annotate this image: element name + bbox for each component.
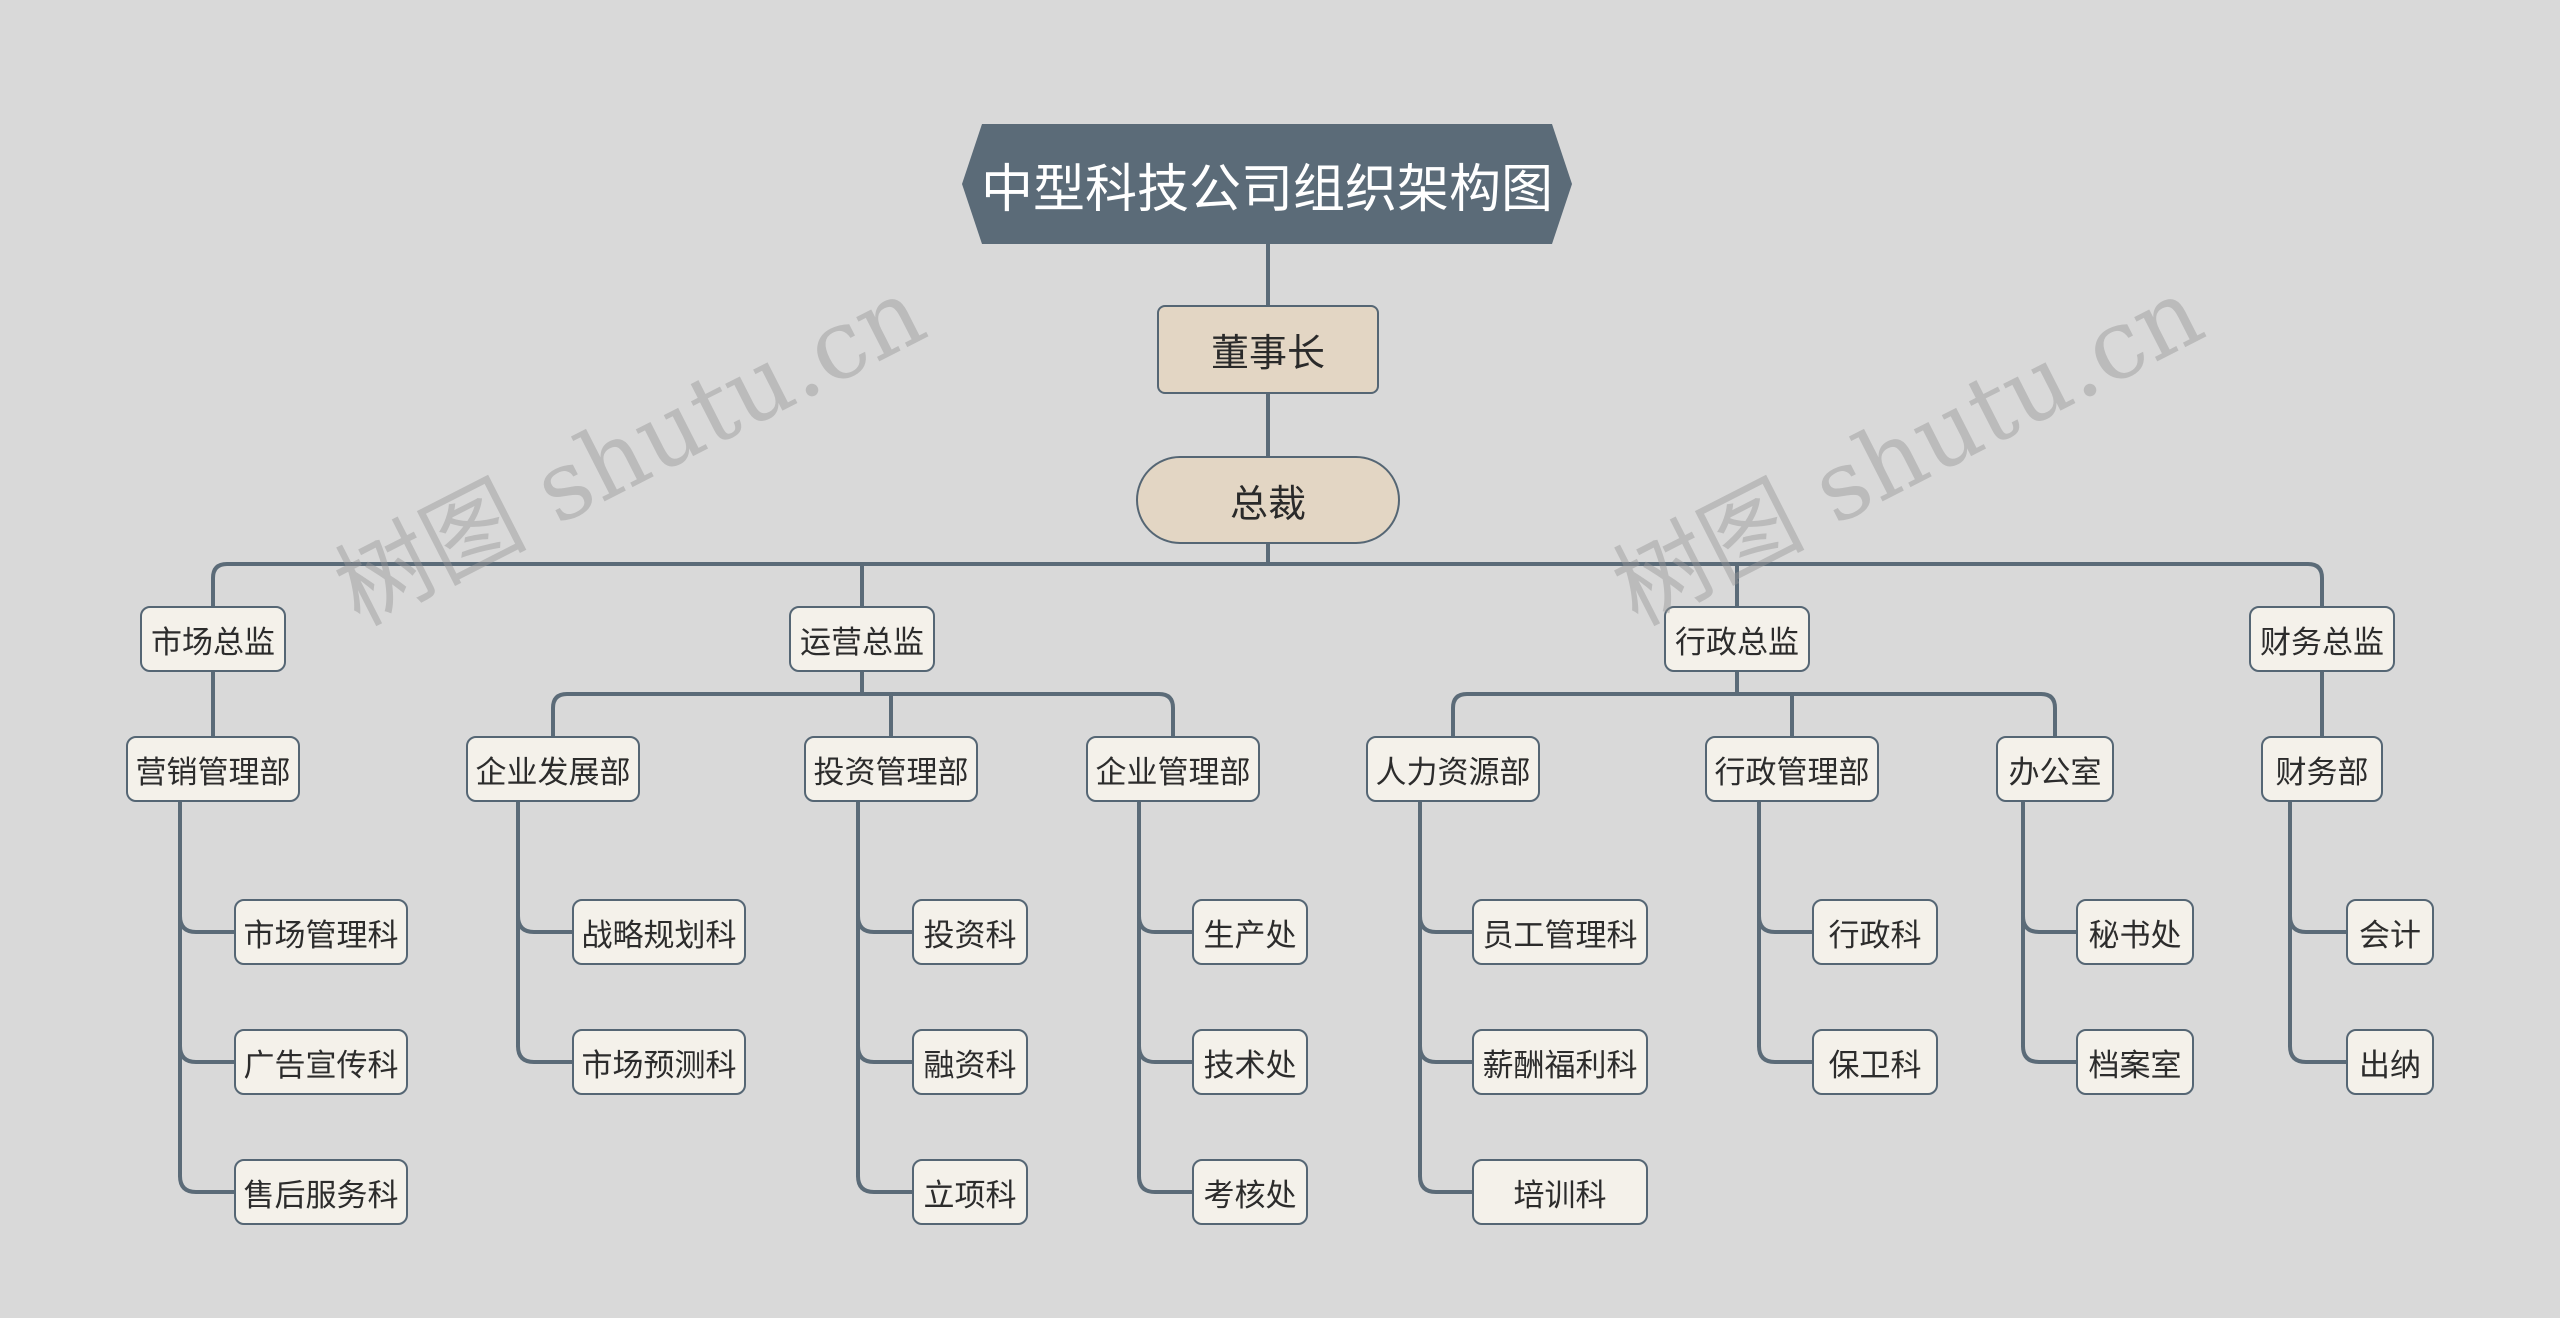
department-node: 投资管理部 bbox=[804, 736, 978, 802]
section-node: 行政科 bbox=[1812, 899, 1938, 965]
section-node: 会计 bbox=[2346, 899, 2434, 965]
section-branch-connector bbox=[1418, 912, 1474, 934]
section-node: 保卫科 bbox=[1812, 1029, 1938, 1095]
director-node: 运营总监 bbox=[789, 606, 935, 672]
section-branch-connector bbox=[2021, 1042, 2078, 1064]
section-node: 投资科 bbox=[912, 899, 1028, 965]
title-banner-shape bbox=[962, 124, 1572, 244]
section-node: 广告宣传科 bbox=[234, 1029, 408, 1095]
section-branch-connector bbox=[1418, 1042, 1474, 1064]
section-node: 薪酬福利科 bbox=[1472, 1029, 1648, 1095]
section-node: 生产处 bbox=[1192, 899, 1308, 965]
section-branch-connector bbox=[178, 1042, 236, 1064]
section-branch-connector bbox=[178, 1172, 236, 1194]
department-node: 财务部 bbox=[2261, 736, 2383, 802]
section-node: 培训科 bbox=[1472, 1159, 1648, 1225]
section-branch-connector bbox=[1757, 912, 1814, 934]
section-node: 考核处 bbox=[1192, 1159, 1308, 1225]
section-branch-connector bbox=[1137, 1172, 1194, 1194]
section-node: 技术处 bbox=[1192, 1029, 1308, 1095]
department-node: 办公室 bbox=[1996, 736, 2114, 802]
section-node: 市场管理科 bbox=[234, 899, 408, 965]
department-node: 企业发展部 bbox=[466, 736, 640, 802]
section-branch-connector bbox=[1418, 1172, 1474, 1194]
section-branch-connector bbox=[2288, 912, 2348, 934]
section-branch-connector bbox=[178, 912, 236, 934]
section-node: 融资科 bbox=[912, 1029, 1028, 1095]
section-branch-connector bbox=[856, 912, 914, 934]
section-branch-connector bbox=[1757, 1042, 1814, 1064]
section-node: 档案室 bbox=[2076, 1029, 2194, 1095]
section-branch-connector bbox=[856, 1172, 914, 1194]
section-node: 出纳 bbox=[2346, 1029, 2434, 1095]
director-node: 市场总监 bbox=[140, 606, 286, 672]
departments-bus-connector bbox=[551, 692, 1175, 738]
chart-title: 中型科技公司组织架构图 bbox=[980, 159, 1553, 220]
president-node: 总裁 bbox=[1136, 456, 1400, 544]
section-branch-connector bbox=[1137, 912, 1194, 934]
section-branch-connector bbox=[516, 1042, 574, 1064]
departments-bus-connector bbox=[1451, 692, 2057, 738]
department-node: 企业管理部 bbox=[1086, 736, 1260, 802]
section-node: 市场预测科 bbox=[572, 1029, 746, 1095]
section-node: 秘书处 bbox=[2076, 899, 2194, 965]
director-node: 行政总监 bbox=[1664, 606, 1810, 672]
section-node: 立项科 bbox=[912, 1159, 1028, 1225]
section-node: 员工管理科 bbox=[1472, 899, 1648, 965]
director-node: 财务总监 bbox=[2249, 606, 2395, 672]
section-branch-connector bbox=[1137, 1042, 1194, 1064]
directors-bus-connector bbox=[211, 562, 2324, 608]
section-branch-connector bbox=[516, 912, 574, 934]
department-node: 营销管理部 bbox=[126, 736, 300, 802]
section-branch-connector bbox=[2021, 912, 2078, 934]
department-node: 人力资源部 bbox=[1366, 736, 1540, 802]
section-branch-connector bbox=[2288, 1042, 2348, 1064]
chairman-node: 董事长 bbox=[1157, 305, 1379, 394]
department-node: 行政管理部 bbox=[1705, 736, 1879, 802]
section-branch-connector bbox=[856, 1042, 914, 1064]
section-node: 战略规划科 bbox=[572, 899, 746, 965]
section-node: 售后服务科 bbox=[234, 1159, 408, 1225]
